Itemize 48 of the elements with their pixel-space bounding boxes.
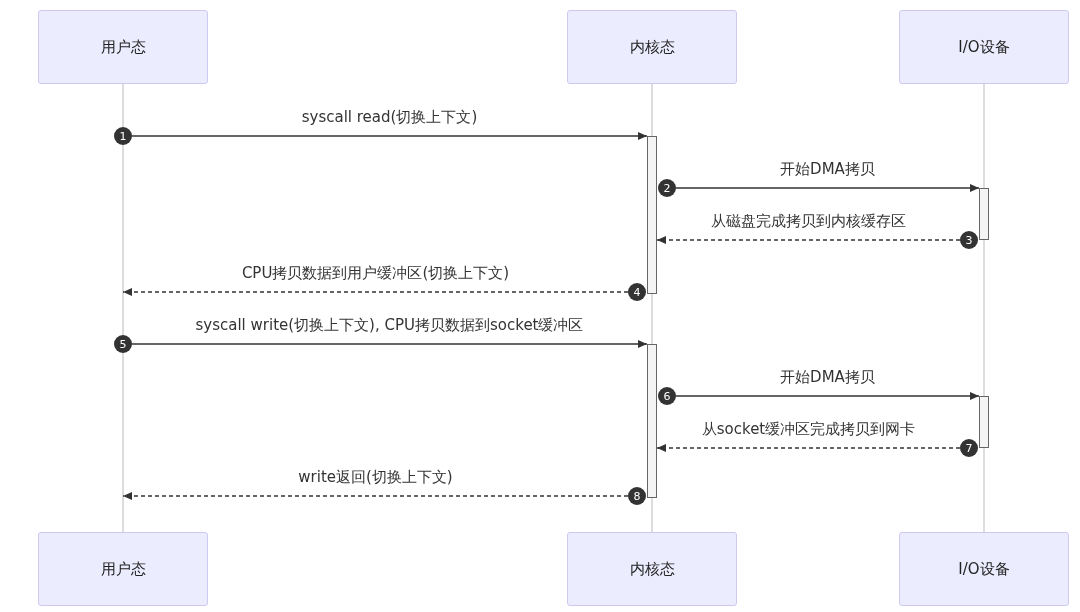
activation-bar (647, 344, 657, 498)
step-number-badge: 1 (114, 127, 132, 145)
lifeline (122, 83, 124, 128)
edge-label: syscall read(切换上下文) (299, 108, 480, 127)
lifeline (122, 144, 124, 336)
activation-bar (647, 136, 657, 294)
message-arrow (656, 236, 961, 244)
edge-label: 从磁盘完成拷贝到内核缓存区 (709, 212, 908, 231)
message-arrow (122, 288, 629, 296)
message-arrow (131, 132, 648, 140)
step-number-badge: 3 (960, 231, 978, 249)
lifeline (122, 352, 124, 533)
participant-name: I/O设备 (958, 559, 1010, 579)
lifeline (983, 447, 985, 533)
activation-bar (979, 396, 989, 448)
participant-name: 内核态 (629, 559, 675, 579)
edge-label: 开始DMA拷贝 (778, 160, 877, 179)
participant-box (567, 532, 737, 606)
lifeline (651, 293, 653, 345)
message-arrow (122, 492, 629, 500)
message-arrow (656, 444, 961, 452)
lifeline (651, 497, 653, 533)
step-number-badge: 5 (114, 335, 132, 353)
step-number-badge: 7 (960, 439, 978, 457)
participant-box (899, 532, 1069, 606)
message-arrow (675, 184, 980, 192)
participant-name: 用户态 (100, 37, 146, 57)
edge-label: 开始DMA拷贝 (778, 368, 877, 387)
edge-label: syscall write(切换上下文), CPU拷贝数据到socket缓冲区 (193, 316, 586, 335)
edge-label: 从socket缓冲区完成拷贝到网卡 (699, 420, 918, 439)
participant-box (567, 10, 737, 84)
edge-label: write返回(切换上下文) (296, 468, 455, 487)
step-number-badge: 2 (658, 179, 676, 197)
message-arrow (131, 340, 648, 348)
step-number-badge: 4 (628, 283, 646, 301)
lifeline (983, 239, 985, 397)
participant-box (899, 10, 1069, 84)
step-number-badge: 8 (628, 487, 646, 505)
lifeline (651, 83, 653, 137)
participant-box (38, 532, 208, 606)
participant-box (38, 10, 208, 84)
participant-name: 用户态 (100, 559, 146, 579)
activation-bar (979, 188, 989, 240)
participant-name: 内核态 (629, 37, 675, 57)
message-arrow (675, 392, 980, 400)
step-number-badge: 6 (658, 387, 676, 405)
participant-name: I/O设备 (958, 37, 1010, 57)
lifeline (983, 83, 985, 189)
